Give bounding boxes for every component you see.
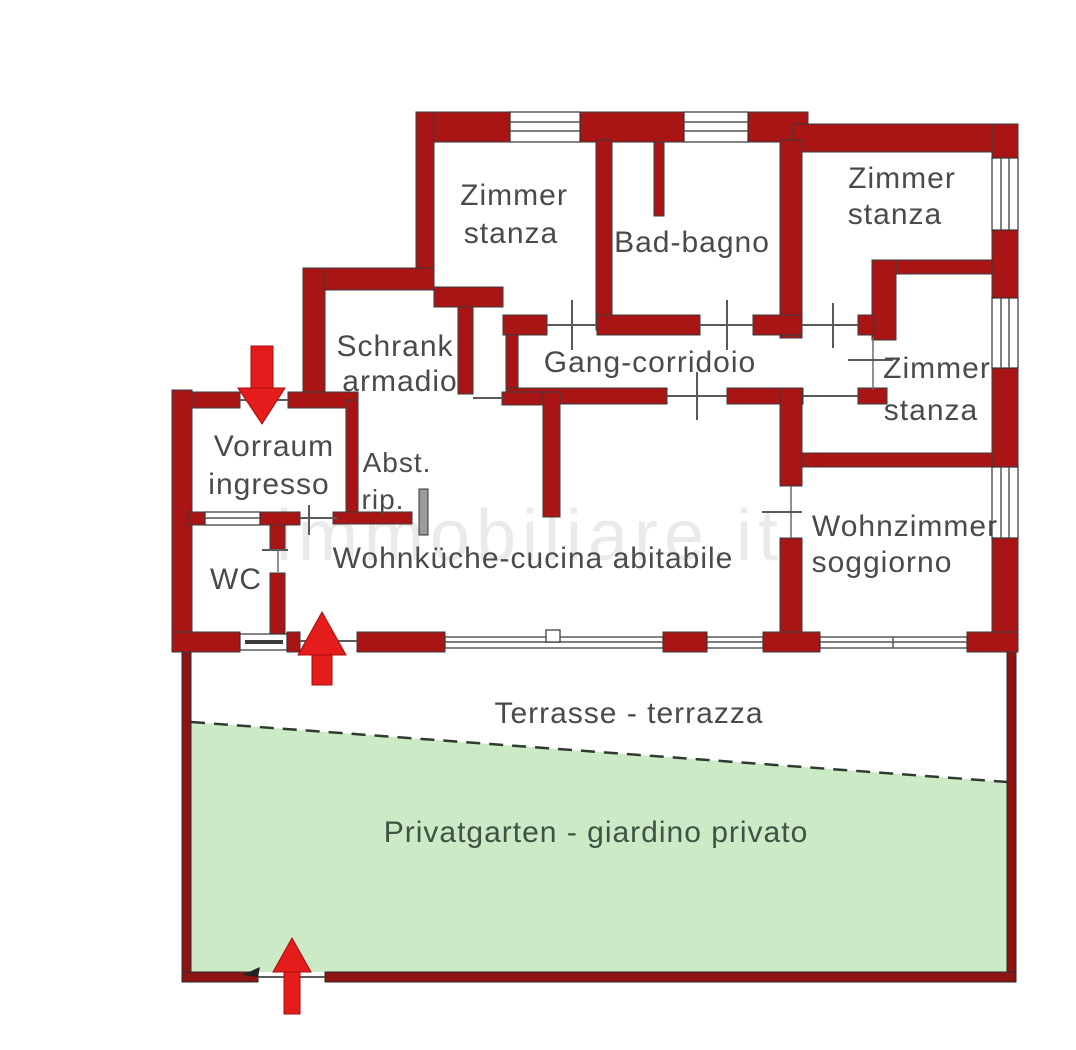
room-label-zimmer-tr: Zimmer bbox=[848, 162, 956, 195]
wall-segment bbox=[752, 314, 803, 336]
wall-segment bbox=[187, 391, 241, 409]
room-label-zimmer-tl: Zimmer bbox=[460, 179, 568, 212]
wall-segment bbox=[801, 452, 994, 468]
wall-segment bbox=[502, 314, 548, 336]
entrance-arrows bbox=[237, 345, 347, 1015]
wall-segment bbox=[345, 399, 359, 515]
wall-segment bbox=[269, 524, 286, 551]
window-leaf bbox=[245, 640, 283, 644]
area-label-privatgarten: Privatgarten - giardino privato bbox=[384, 816, 809, 849]
wall-segment bbox=[857, 387, 888, 405]
window-mullion bbox=[545, 629, 561, 643]
wall-segment bbox=[415, 111, 435, 275]
garden-walls bbox=[181, 651, 1017, 983]
wall-segment bbox=[259, 511, 301, 526]
room-label-zimmer-tl-2: stanza bbox=[464, 217, 558, 250]
room-labels: Zimmer stanza Bad-bagno Zimmer stanza Sc… bbox=[208, 162, 998, 849]
window bbox=[991, 157, 1019, 231]
wall-segment bbox=[356, 631, 446, 653]
wall-segment bbox=[542, 391, 561, 518]
wall-segment bbox=[269, 572, 286, 635]
window bbox=[683, 111, 749, 143]
room-label-schrank: Schrank bbox=[336, 330, 453, 363]
wall-segment bbox=[792, 123, 1019, 153]
private-garden-fill bbox=[191, 722, 1007, 972]
room-label-vorraum-2: ingresso bbox=[208, 468, 329, 501]
bath-partition-stub bbox=[653, 141, 665, 217]
watermark-text: immobiliare.it bbox=[276, 496, 784, 576]
room-label-abst: Abst. bbox=[363, 447, 432, 478]
wall-segment bbox=[662, 631, 708, 653]
entrance-arrow-down-icon bbox=[237, 345, 286, 425]
wall-segment bbox=[991, 367, 1019, 468]
room-label-zimmer-tr-2: stanza bbox=[848, 198, 942, 231]
window bbox=[991, 297, 1019, 369]
window bbox=[991, 466, 1019, 539]
terrace-arrow-up-icon bbox=[297, 610, 347, 686]
wall-segment bbox=[871, 259, 897, 341]
garden-arrow-up-icon bbox=[272, 936, 312, 1015]
room-label-wohnzimmer-2: soggiorno bbox=[812, 546, 953, 579]
room-label-schrank-2: armadio bbox=[342, 365, 457, 398]
room-label-zimmer-mr-2: stanza bbox=[884, 394, 978, 427]
wall-segment bbox=[779, 387, 803, 487]
room-label-gang: Gang-corridoio bbox=[544, 346, 756, 379]
room-label-bad: Bad-bagno bbox=[614, 226, 770, 259]
wall-segment bbox=[596, 314, 701, 336]
wall-segment bbox=[762, 631, 821, 653]
room-label-zimmer-mr: Zimmer bbox=[883, 352, 991, 385]
wall-segment bbox=[779, 537, 803, 635]
windows bbox=[204, 111, 1019, 651]
room-label-vorraum: Vorraum bbox=[214, 430, 334, 463]
room-label-wohnzimmer: Wohnzimmer bbox=[812, 510, 998, 543]
storage-door-leaf bbox=[418, 488, 429, 536]
wall-segment bbox=[171, 631, 241, 653]
wall-segment bbox=[324, 971, 1017, 983]
room-label-wohnkueche: Wohnküche-cucina abitabile bbox=[333, 542, 734, 575]
gate-arrowhead bbox=[242, 967, 260, 977]
wall-segment bbox=[991, 123, 1019, 159]
room-label-wc: WC bbox=[210, 563, 262, 596]
wall-segment bbox=[302, 267, 326, 398]
wall-segment bbox=[286, 631, 301, 653]
room-label-abst-2: rip. bbox=[362, 484, 405, 515]
area-label-terrasse: Terrasse - terrazza bbox=[494, 697, 763, 730]
apartment-walls bbox=[171, 111, 1019, 653]
garden-area bbox=[190, 720, 1008, 972]
wall-segment bbox=[595, 139, 613, 331]
wall-segment bbox=[187, 511, 207, 526]
wall-segment bbox=[181, 651, 192, 983]
window bbox=[509, 111, 581, 143]
wall-segment bbox=[779, 139, 803, 339]
wall-segment bbox=[579, 111, 685, 143]
wall-segment bbox=[857, 314, 875, 336]
wall-segment bbox=[1006, 651, 1017, 983]
wall-segment bbox=[991, 229, 1019, 299]
wall-segment bbox=[966, 631, 1019, 653]
wall-segment bbox=[433, 286, 504, 308]
